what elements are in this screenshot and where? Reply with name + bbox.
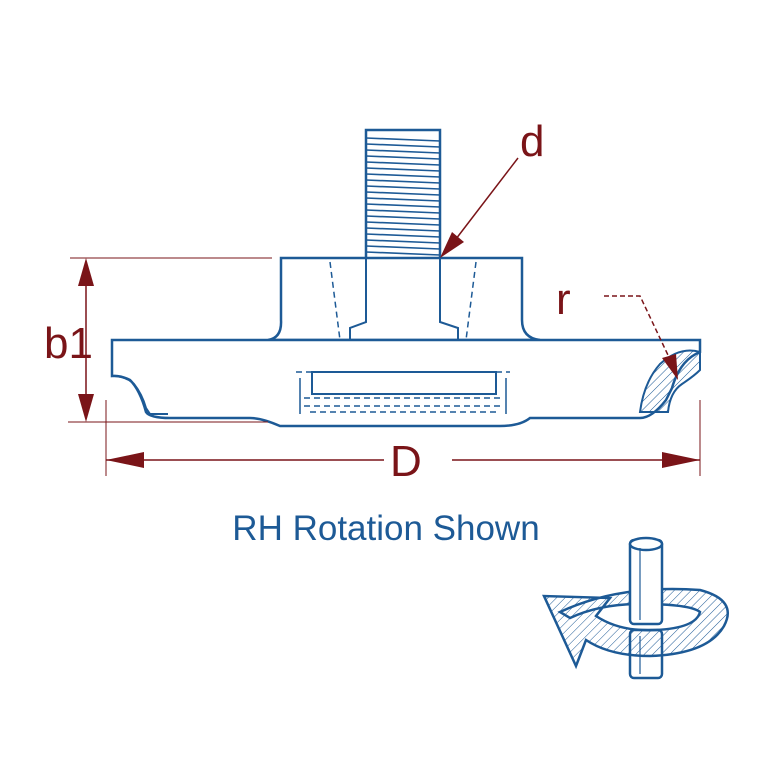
thread-line [365,149,441,154]
right-hand-rotation-arrow-icon [542,536,729,680]
thread-line [365,197,441,202]
thread-line [365,251,441,256]
label-b1: b1 [44,319,93,368]
thread-line [365,185,441,190]
thread-line [365,179,441,184]
base-disc [110,338,702,428]
thread-line [365,233,441,238]
thread-line [365,173,441,178]
thread-line [365,227,441,232]
thread-line [365,155,441,160]
thread-line [365,203,441,208]
label-d: d [520,117,544,166]
thread-line [365,137,441,142]
dimension-lines [68,157,701,476]
label-r: r [556,275,571,324]
d-leader-line [445,157,519,253]
thread-line [365,239,441,244]
thread-line [365,215,441,220]
r-leader-line [604,295,677,373]
thread-line [365,209,441,214]
thread-line [365,167,441,172]
caption-rotation: RH Rotation Shown [232,509,539,548]
thread-line [365,161,441,166]
thread-line [365,221,441,226]
label-D: D [390,437,422,486]
thread-line [365,191,441,196]
thread-line [365,143,441,148]
thread-line [365,245,441,250]
